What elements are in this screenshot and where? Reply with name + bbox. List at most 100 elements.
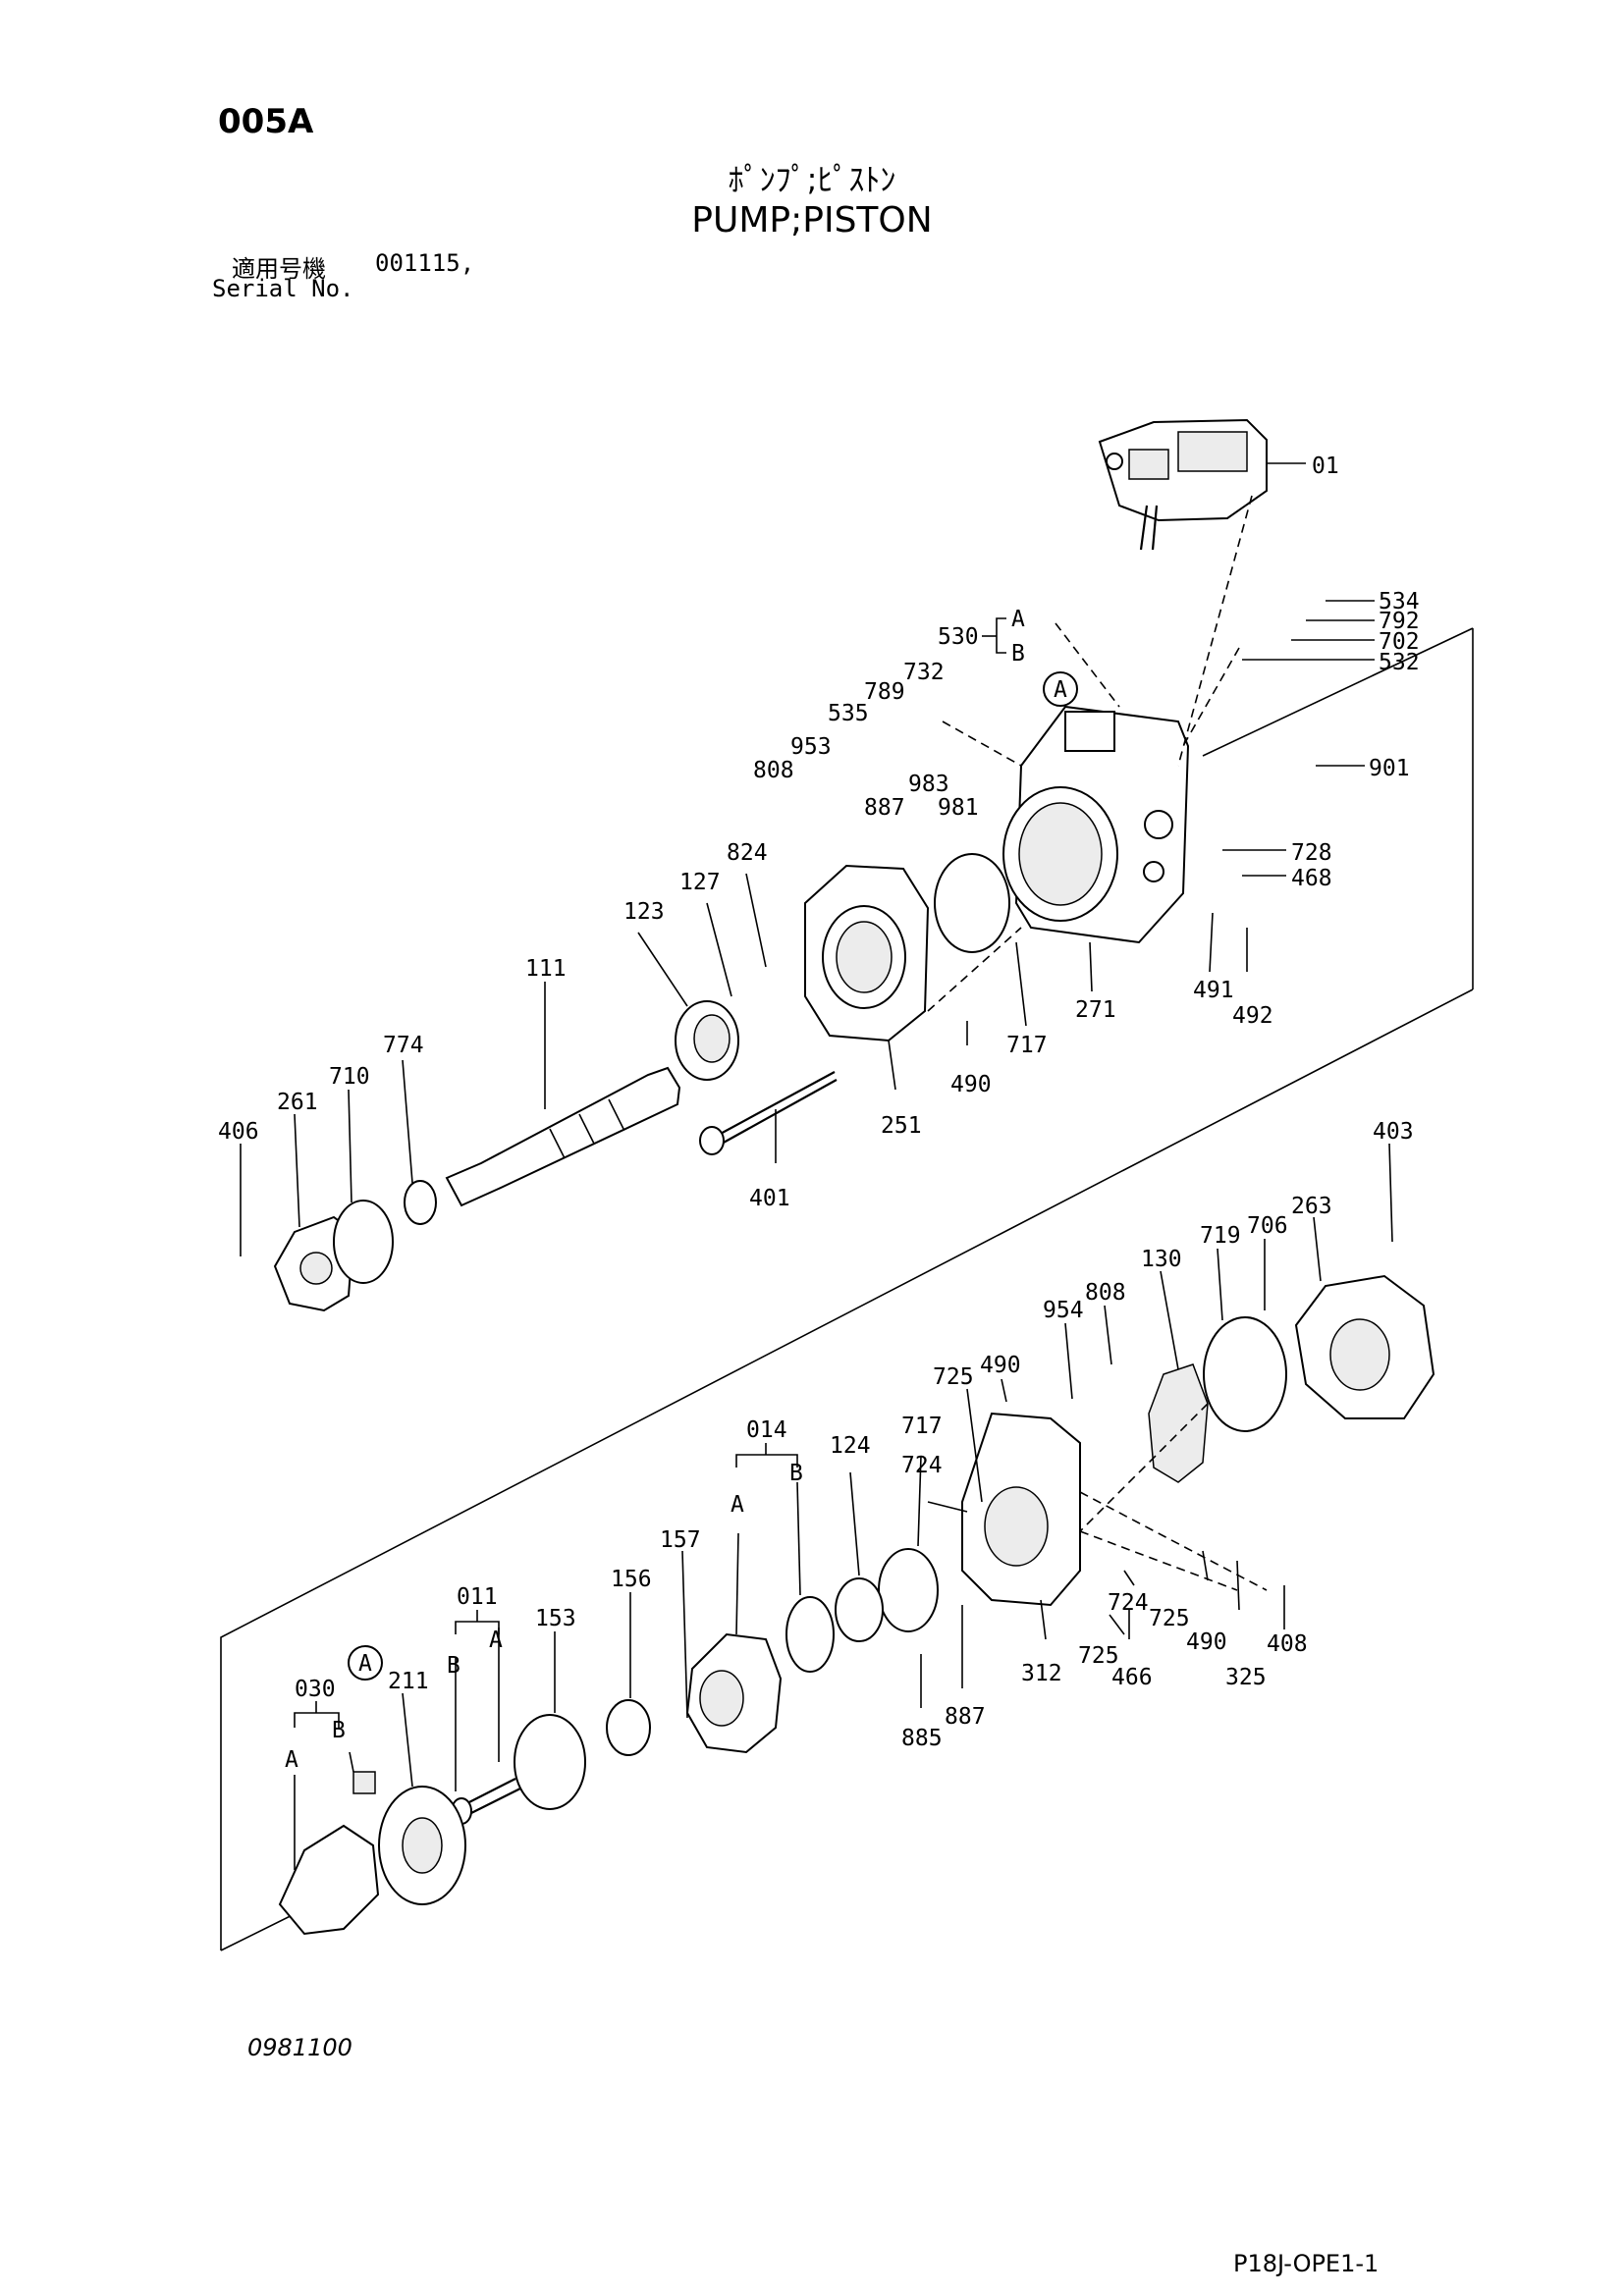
callout-789: 789 <box>864 679 905 705</box>
callout-824: 824 <box>727 840 768 866</box>
part-bolt-401 <box>699 1071 838 1155</box>
part-swash-130 <box>1148 1363 1209 1483</box>
leader-lines <box>240 462 1393 1870</box>
callout-127: 127 <box>679 870 721 895</box>
callout-534: 534 <box>1379 589 1420 614</box>
callout-123: 123 <box>623 899 665 925</box>
part-regulator-01 <box>1098 418 1268 551</box>
page-code: 005A <box>218 102 314 141</box>
serial-value: 001115, <box>375 249 475 277</box>
callout-887-upper: 887 <box>864 795 905 821</box>
part-cylinder-014a <box>685 1632 783 1754</box>
assembly-dashed-lines <box>927 495 1268 1591</box>
callout-885: 885 <box>901 1726 943 1751</box>
ref-a-upper-label: A <box>1054 677 1067 703</box>
callout-251: 251 <box>881 1113 922 1139</box>
callout-014: 014 <box>746 1417 787 1443</box>
callout-717-upper: 717 <box>1006 1033 1048 1058</box>
part-bearing-123 <box>675 1000 739 1081</box>
callout-153: 153 <box>535 1606 576 1631</box>
callout-408: 408 <box>1267 1631 1308 1657</box>
part-swash-plate-030 <box>278 1771 380 1936</box>
ref-a-lower-label: A <box>358 1651 372 1677</box>
callout-491: 491 <box>1193 978 1234 1003</box>
callout-263: 263 <box>1291 1194 1332 1219</box>
callout-774: 774 <box>383 1033 424 1058</box>
callout-535: 535 <box>828 701 869 726</box>
callout-468: 468 <box>1291 866 1332 891</box>
callout-808-lower: 808 <box>1085 1280 1126 1306</box>
callout-490-mid: 490 <box>980 1353 1021 1378</box>
callout-011-a: A <box>489 1628 503 1653</box>
callout-983: 983 <box>908 772 949 797</box>
callout-706: 706 <box>1247 1213 1288 1239</box>
callout-724-lower: 724 <box>1108 1590 1149 1616</box>
callout-011: 011 <box>457 1584 498 1610</box>
callout-312: 312 <box>1021 1661 1062 1686</box>
callout-710: 710 <box>329 1064 370 1090</box>
callout-732: 732 <box>903 660 945 685</box>
serial-label-english: Serial No. <box>212 275 354 302</box>
callout-01: 01 <box>1312 454 1339 479</box>
title-japanese: ﾎﾟﾝﾌﾟ;ﾋﾟｽﾄﾝ <box>728 161 896 198</box>
callout-271: 271 <box>1075 997 1116 1023</box>
callout-953: 953 <box>790 734 832 760</box>
sheet-code: P18J-OPE1-1 <box>1233 2250 1380 2277</box>
callout-490-upper: 490 <box>950 1072 992 1097</box>
callout-403: 403 <box>1373 1119 1414 1145</box>
callout-808-upper: 808 <box>753 758 794 783</box>
part-cover-263 <box>1294 1274 1435 1419</box>
callout-157: 157 <box>660 1527 701 1553</box>
callout-728: 728 <box>1291 840 1332 866</box>
section-frames <box>220 627 1474 1951</box>
callout-211: 211 <box>388 1669 429 1694</box>
callout-011-b: B <box>447 1653 460 1679</box>
part-valve-plate-014b <box>785 1596 835 1673</box>
callout-030-b: B <box>332 1718 346 1743</box>
part-collar-774 <box>404 1180 437 1225</box>
callout-124: 124 <box>830 1433 871 1459</box>
callout-725-upper: 725 <box>933 1364 974 1390</box>
callout-717-lower: 717 <box>901 1414 943 1439</box>
callout-702: 702 <box>1379 629 1420 655</box>
part-oring-717-upper <box>934 853 1010 953</box>
reference-circle-a-upper <box>1043 671 1078 707</box>
callout-981: 981 <box>938 795 979 821</box>
callout-530: 530 <box>938 624 979 650</box>
callout-261: 261 <box>277 1090 318 1115</box>
callout-532: 532 <box>1379 650 1420 675</box>
part-piston-011 <box>451 1778 521 1825</box>
part-shaft-111 <box>445 1066 681 1207</box>
callout-954: 954 <box>1043 1298 1084 1323</box>
callout-725-mid: 725 <box>1149 1606 1190 1631</box>
callout-030: 030 <box>295 1677 336 1702</box>
part-valve-block-312 <box>961 1412 1081 1607</box>
callout-530-a: A <box>1011 607 1025 632</box>
part-guide-156 <box>606 1699 651 1756</box>
callout-014-b: B <box>789 1461 803 1486</box>
reference-circle-a-lower <box>348 1645 383 1681</box>
callout-401: 401 <box>749 1186 790 1211</box>
callout-325: 325 <box>1225 1665 1267 1690</box>
drawing-number: 0981100 <box>247 2034 352 2061</box>
callout-030-a: A <box>285 1747 298 1773</box>
part-oring-717-lower <box>878 1548 939 1632</box>
callout-111: 111 <box>525 956 567 982</box>
callout-792: 792 <box>1379 609 1420 634</box>
callout-466: 466 <box>1111 1665 1153 1690</box>
part-oring-710 <box>333 1200 394 1284</box>
callout-156: 156 <box>611 1567 652 1592</box>
callout-014-a: A <box>731 1492 744 1518</box>
part-casing-271 <box>1002 705 1190 944</box>
callout-887-lower: 887 <box>945 1704 986 1730</box>
title-english: PUMP;PISTON <box>691 200 933 240</box>
part-plate-211 <box>378 1786 466 1905</box>
callout-725-lower: 725 <box>1078 1643 1119 1669</box>
callout-719: 719 <box>1200 1223 1241 1249</box>
callout-406: 406 <box>218 1119 259 1145</box>
part-plate-153 <box>514 1714 586 1810</box>
callout-490-lower: 490 <box>1186 1629 1227 1655</box>
callout-492: 492 <box>1232 1003 1273 1029</box>
callout-724-upper: 724 <box>901 1453 943 1478</box>
